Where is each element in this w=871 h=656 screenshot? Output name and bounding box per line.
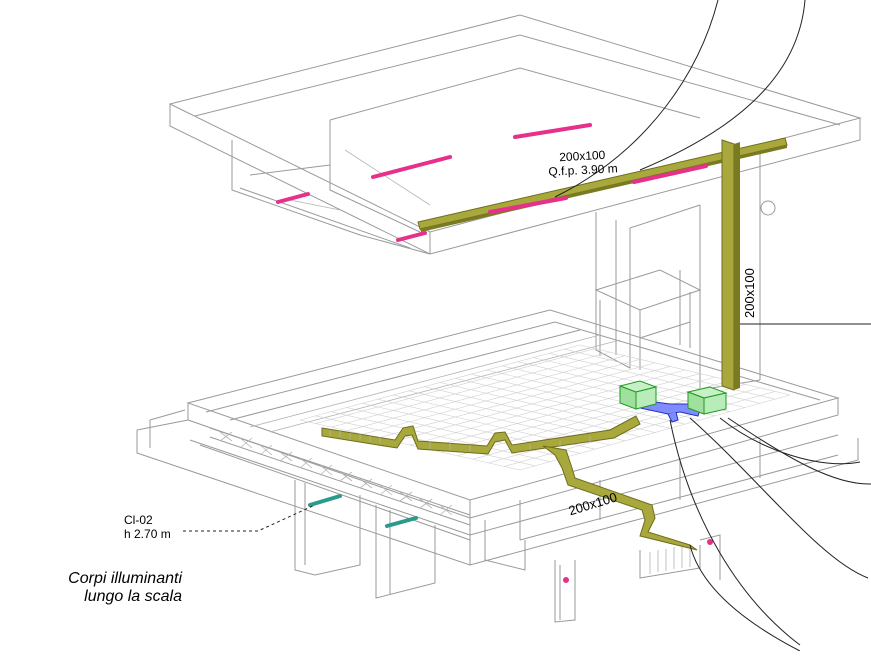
- leader-lines: [183, 0, 871, 652]
- floor-hatch-band: [209, 427, 471, 526]
- fixture-label: Cl-02 h 2.70 m: [124, 513, 171, 542]
- fixture-code: Cl-02: [124, 513, 153, 527]
- floor-slab: [136, 309, 859, 571]
- caption-line-1: Corpi illuminanti: [68, 570, 182, 587]
- tray-vertical: [721, 139, 740, 391]
- support-walls: [294, 480, 721, 623]
- tray-vertical-size: 200x100: [742, 268, 757, 318]
- tray-top-label: 200x100 Q.f.p. 3.90 m: [547, 148, 618, 179]
- floor-grid: [299, 344, 791, 471]
- junction-box-left: [618, 380, 658, 410]
- fixture-height: h 2.70 m: [124, 526, 171, 541]
- caption-line-2: lungo la scala: [84, 588, 182, 606]
- stair-fixtures: [308, 494, 418, 528]
- junction-box-right: [686, 386, 728, 415]
- ceiling-slab: [168, 14, 862, 255]
- ceiling-fixtures: [276, 123, 708, 242]
- caption: Corpi illuminanti lungo la scala: [36, 570, 182, 607]
- tray-floor: [321, 415, 698, 551]
- wall-markers: [563, 539, 713, 583]
